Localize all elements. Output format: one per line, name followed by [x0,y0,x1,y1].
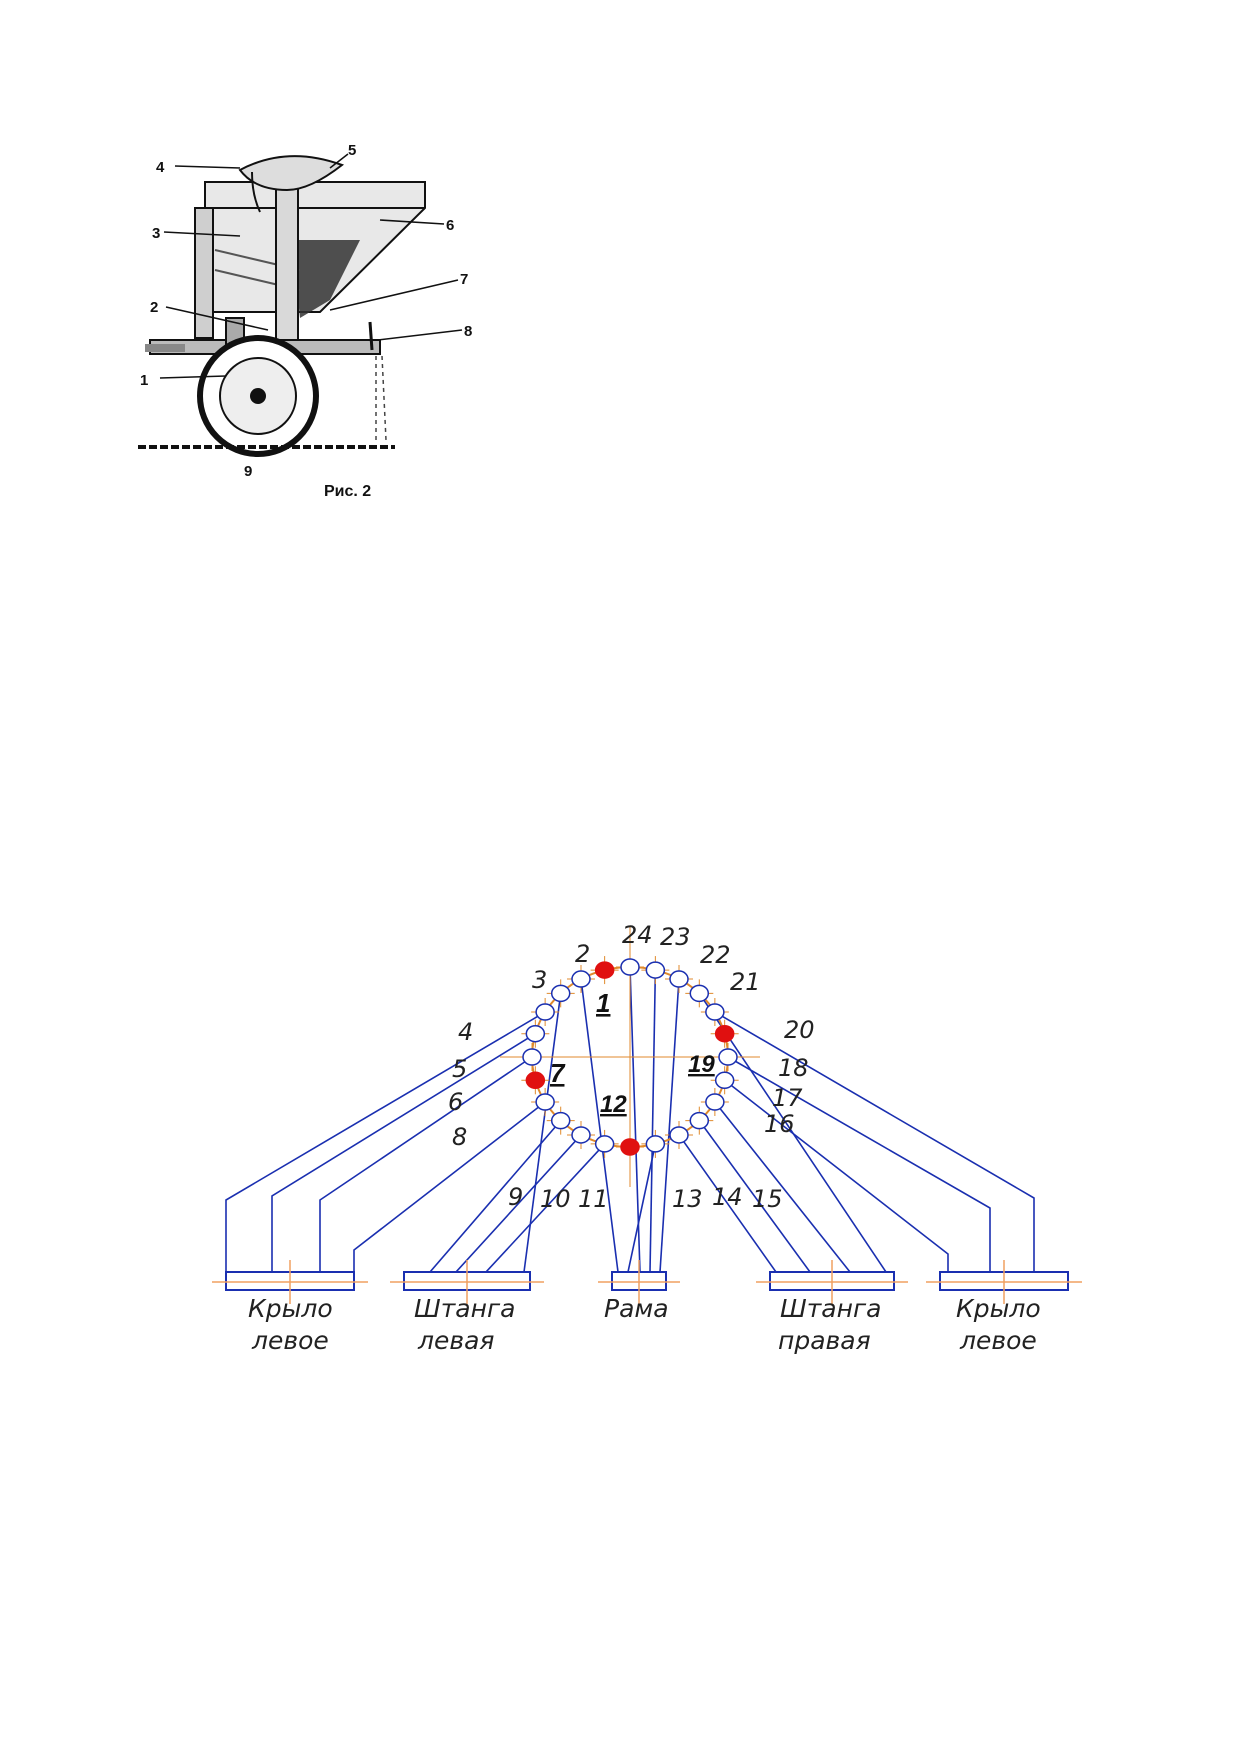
wire-22 [659,979,680,1273]
ring-label-21: 21 [730,968,761,996]
wire-15 [698,1120,811,1273]
ring-label-11: 11 [578,1185,609,1213]
contact-13 [645,1135,666,1153]
wires [225,966,1035,1273]
hopper-grain [292,240,360,318]
wire-3 [523,993,562,1273]
callout-7: 7 [460,271,468,288]
bold-label-19: 19 [688,1051,715,1078]
wire-10 [455,1134,582,1273]
ring-label-4: 4 [458,1018,473,1046]
contact-22 [669,970,689,988]
bold-label-12: 12 [600,1091,627,1118]
wire-20 [714,1011,1035,1272]
ring-label-8: 8 [452,1123,467,1151]
bold-label-1: 1 [596,988,610,1018]
contact-14 [669,1126,689,1144]
ring-label-23: 23 [660,923,691,951]
group-4-line1: Штанга [780,1294,881,1323]
contact-3 [550,984,571,1003]
wire-6 [319,1056,533,1272]
group-5-line1: Крыло [956,1294,1041,1323]
contact-10 [571,1126,591,1144]
wire-23 [649,970,657,1273]
wire-5 [271,1033,536,1272]
wire-9 [429,1120,562,1273]
callout-5: 5 [348,142,356,159]
contact-9 [550,1111,571,1130]
contact-ring [500,927,760,1187]
bus-bars [212,1260,1082,1304]
callout-6: 6 [446,217,454,234]
group-5-line2: левое [959,1326,1037,1355]
ring-label-5: 5 [452,1055,467,1083]
side-frame [194,207,214,339]
ring-label-18: 18 [778,1054,809,1082]
contact-11 [594,1135,615,1153]
group-3-line1: Рама [604,1294,669,1323]
callout-4: 4 [156,159,165,176]
ring-label-20: 20 [784,1016,815,1044]
ring-label-3: 3 [532,966,547,994]
contact-2 [571,970,591,988]
callout-3: 3 [152,225,160,242]
callout-2: 2 [150,299,158,316]
contact-23 [645,961,666,979]
group-2-line1: Штанга [414,1294,515,1323]
wire-17 [724,1079,949,1272]
contact-19 [714,1024,735,1043]
wire-8 [353,1101,546,1272]
ring-label-15: 15 [752,1185,783,1213]
ring-label-16: 16 [764,1110,795,1138]
contact-4 [535,1003,555,1021]
ring-label-9: 9 [508,1183,523,1211]
contact-5 [525,1024,546,1043]
contact-17 [714,1071,735,1090]
contact-18 [718,1048,738,1066]
contact-15 [689,1111,710,1130]
contact-20 [705,1003,725,1021]
contact-21 [689,984,710,1003]
ring-label-24: 24 [622,921,653,949]
group-1-line2: левое [251,1326,329,1355]
contact-1 [594,961,615,979]
ring-label-22: 22 [700,941,731,969]
contact-24 [620,958,640,976]
contact-8 [535,1093,555,1111]
ring-label-2: 2 [575,940,590,968]
wire-4 [225,1011,546,1272]
figure-caption: Рис. 2 [324,483,371,500]
ring-label-13: 13 [672,1185,703,1213]
callout-9: 9 [244,463,252,480]
wire-18 [727,1056,991,1272]
callout-8: 8 [464,323,472,340]
wire-13 [627,1143,657,1273]
callout-1: 1 [140,372,148,389]
ring-label-14: 14 [712,1183,743,1211]
wire-24 [629,966,641,1273]
contact-16 [705,1093,725,1111]
bold-label-7: 7 [550,1058,566,1088]
wire-11 [485,1143,606,1273]
contact-12 [620,1138,640,1156]
funnel [238,155,345,192]
wire-14 [678,1134,777,1273]
ring-label-17: 17 [772,1084,803,1112]
group-2-line2: левая [417,1326,494,1355]
contact-6 [522,1048,542,1066]
wire-2 [580,978,619,1273]
contact-7 [525,1071,546,1090]
machine-sketch: 1 2 3 4 5 6 7 8 9 Рис. 2 [138,142,472,500]
group-4-line2: правая [778,1326,871,1355]
wire-16 [714,1101,851,1273]
ring-label-6: 6 [448,1088,463,1116]
ring-label-10: 10 [540,1185,571,1213]
group-1-line1: Крыло [248,1294,333,1323]
